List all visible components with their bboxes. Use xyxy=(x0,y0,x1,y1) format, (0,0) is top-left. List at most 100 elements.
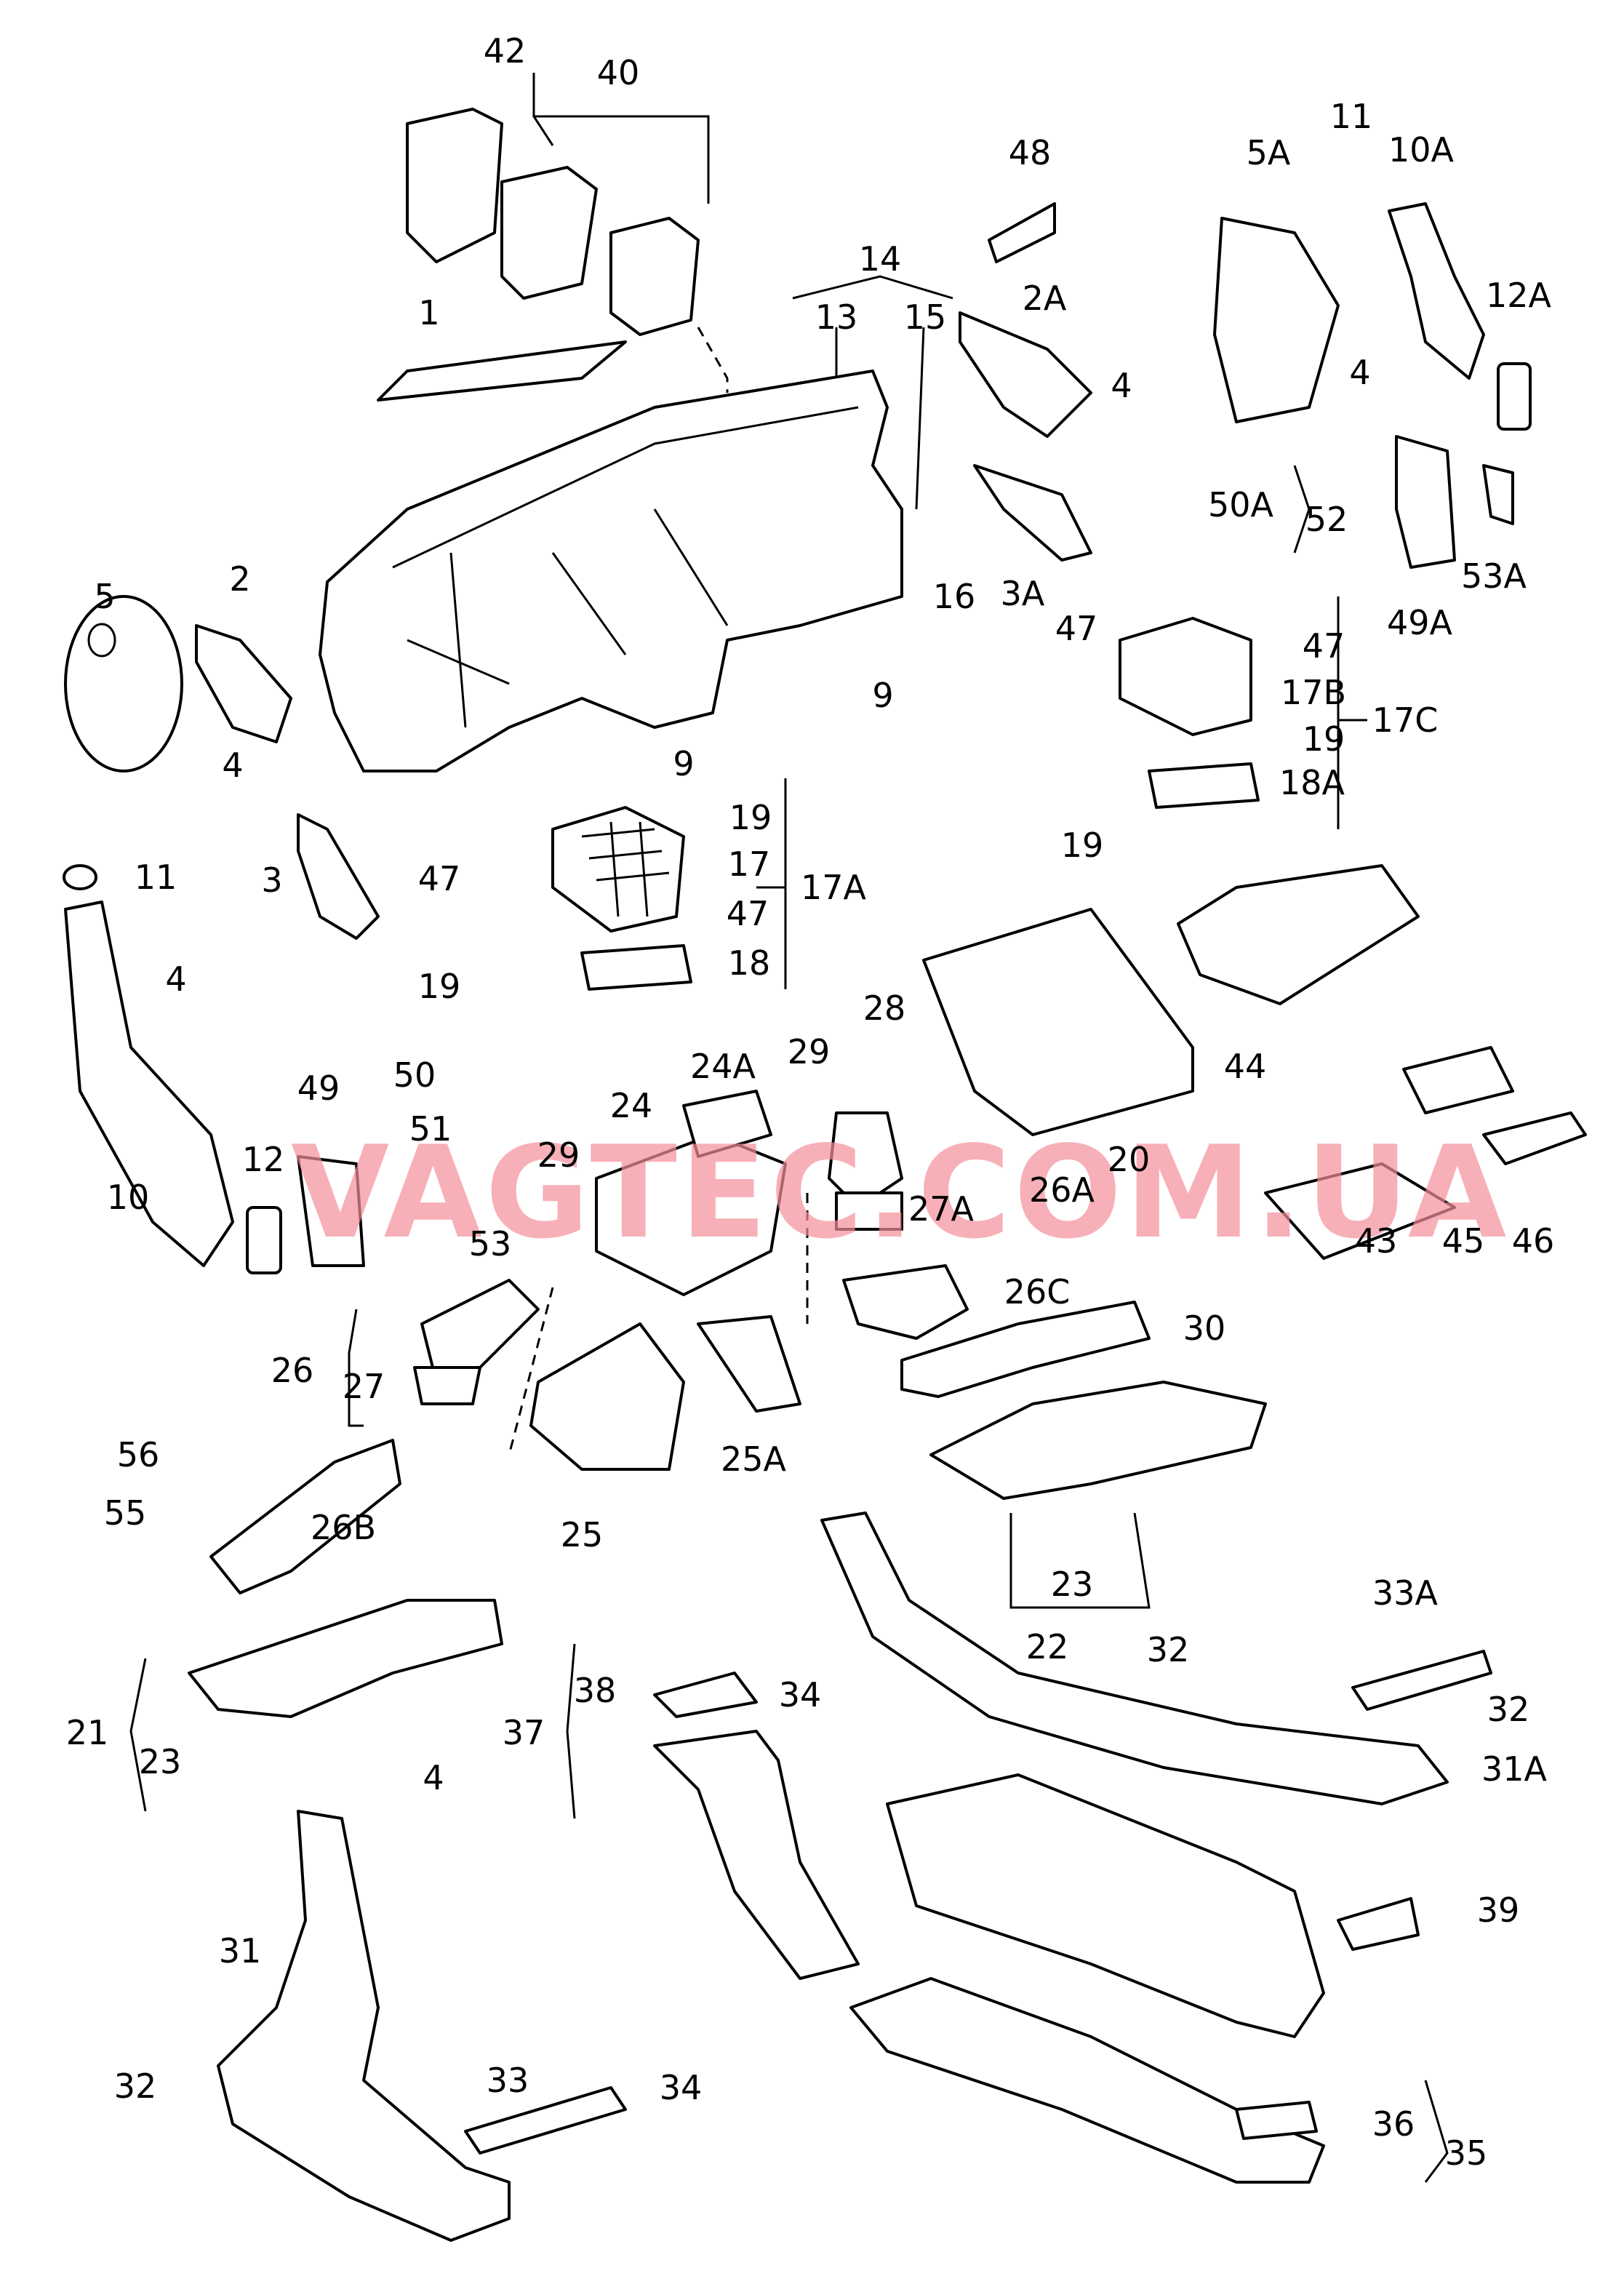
callout-label: 34 xyxy=(779,1675,822,1714)
callout-label: 5A xyxy=(1247,133,1291,172)
dash-top-cover-part xyxy=(377,340,627,402)
callout-label: 4 xyxy=(1111,366,1132,405)
callout-label: 26A xyxy=(1029,1170,1095,1210)
callout-label: 30 xyxy=(1183,1309,1226,1348)
callout-label: 12 xyxy=(242,1140,285,1179)
callout-label: 2A xyxy=(1023,279,1067,318)
callout-label: 46 xyxy=(1512,1221,1555,1261)
callout-label: 17A xyxy=(801,868,867,907)
callout-label: 35 xyxy=(1445,2133,1488,2173)
callout-label: 47 xyxy=(1055,609,1098,648)
callout-label: 20 xyxy=(1108,1140,1151,1179)
mat-46-part xyxy=(1482,1111,1587,1165)
callout-label: 13 xyxy=(815,298,858,337)
cap-11-part xyxy=(63,864,97,890)
callout-label: 33 xyxy=(487,2061,529,2100)
vent-grille-icon xyxy=(87,623,116,658)
callout-label: 52 xyxy=(1305,500,1348,539)
callout-label: 23 xyxy=(139,1742,182,1781)
callout-label: 27A xyxy=(908,1189,975,1229)
switch-18A-part xyxy=(1148,762,1260,809)
callout-label: 26B xyxy=(311,1508,376,1547)
callout-label: 15 xyxy=(904,298,947,337)
callout-label: 19 xyxy=(1061,826,1104,865)
cover-44-part xyxy=(1177,864,1420,1005)
callout-label: 1 xyxy=(418,293,439,332)
callout-label: 4 xyxy=(222,746,243,785)
callout-label: 4 xyxy=(1349,353,1370,392)
part-2 xyxy=(195,624,292,743)
callout-label: 17C xyxy=(1372,700,1439,740)
callout-label: 17B xyxy=(1281,673,1346,712)
panel-21-part xyxy=(188,1599,503,1718)
part-5A xyxy=(1213,217,1340,423)
callout-label: 9 xyxy=(673,744,694,783)
seal-40-part xyxy=(500,166,598,300)
part-3A xyxy=(973,464,1092,562)
callout-label: 47 xyxy=(1303,626,1345,666)
duct-24A-part xyxy=(682,1090,772,1158)
callout-label: 19 xyxy=(729,798,772,837)
duct-37-part xyxy=(653,1730,860,1980)
part-39 xyxy=(1337,1897,1420,1951)
callout-label: 34 xyxy=(660,2068,703,2107)
callout-label: 32 xyxy=(114,2067,157,2106)
duct-31-part xyxy=(217,1810,511,2242)
callout-label: 11 xyxy=(1330,97,1373,136)
callout-label: 40 xyxy=(597,53,640,92)
callout-label: 29 xyxy=(537,1135,580,1175)
callout-label: 19 xyxy=(418,967,461,1006)
part-53A xyxy=(1482,464,1514,525)
duct-35-part xyxy=(849,1977,1325,2184)
panel-22-part xyxy=(929,1381,1267,1500)
callout-label: 3A xyxy=(1001,574,1045,613)
callout-label: 49A xyxy=(1387,603,1453,642)
vent-17-part xyxy=(551,806,685,933)
duct-26B-part xyxy=(209,1439,401,1594)
console-part xyxy=(886,1773,1325,2038)
dashboard-part xyxy=(319,370,903,772)
airbag-5-part xyxy=(64,595,183,772)
parts-group xyxy=(63,108,1587,2242)
callout-label: 4 xyxy=(165,959,186,999)
callout-label: 10 xyxy=(107,1178,150,1217)
part-38 xyxy=(653,1672,758,1718)
callout-label: 23 xyxy=(1051,1565,1094,1604)
dashboard-detail xyxy=(392,406,859,728)
part-12A xyxy=(1497,362,1532,431)
callout-label: 48 xyxy=(1009,133,1052,172)
vent-17B-part xyxy=(1119,617,1252,736)
callout-label: 24A xyxy=(690,1047,756,1086)
callout-label: 2 xyxy=(229,559,250,599)
callout-label: 33A xyxy=(1372,1573,1439,1613)
part-49 xyxy=(297,1155,365,1267)
part-36 xyxy=(1235,2101,1318,2140)
callout-label: 44 xyxy=(1224,1047,1267,1086)
callout-label: 19 xyxy=(1303,719,1345,759)
callout-label: 49 xyxy=(297,1069,340,1108)
callout-label: 37 xyxy=(503,1713,545,1752)
leader-lines xyxy=(129,73,1449,2183)
callout-label: 12A xyxy=(1486,276,1552,315)
callout-label: 26 xyxy=(271,1351,314,1390)
switch-18-part xyxy=(580,944,692,991)
callout-label: 5 xyxy=(94,577,115,616)
callout-label: 18A xyxy=(1279,763,1345,802)
callout-label: 17 xyxy=(728,844,771,884)
callout-label: 31 xyxy=(219,1931,262,1970)
callout-label: 55 xyxy=(104,1493,147,1533)
callout-label: 10A xyxy=(1388,130,1455,169)
callout-label: 9 xyxy=(872,676,893,715)
part-33 xyxy=(464,2086,627,2155)
duct-10-part xyxy=(64,901,234,1267)
callout-label: 56 xyxy=(117,1435,160,1474)
seal-40b-part xyxy=(609,217,700,336)
heater-housing-42-part xyxy=(406,108,503,263)
callout-label: 38 xyxy=(574,1671,617,1710)
trim-20-part xyxy=(922,908,1194,1136)
vent-17-grille xyxy=(581,821,670,917)
callout-label: 14 xyxy=(859,239,902,279)
callout-label: 3 xyxy=(261,861,282,900)
